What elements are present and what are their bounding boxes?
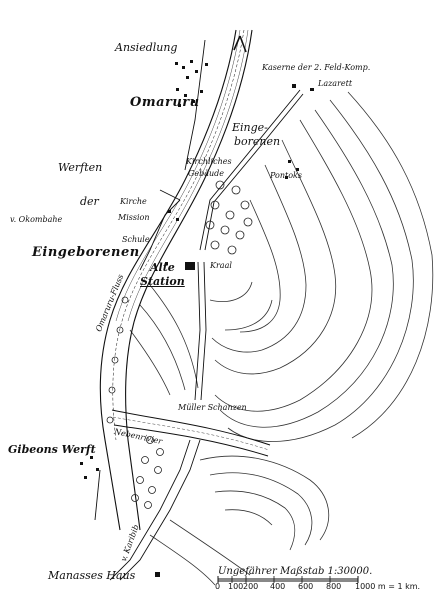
scale-tick: 100 [228,582,244,591]
label-gebaeude: Gebäude [188,169,225,178]
label-kaserne: Kaserne der 2. Feld-Komp. [262,63,371,72]
label-alte: Alte [150,261,175,274]
label-okombahe: v. Okombahe [10,215,63,224]
label-station: Station [140,275,185,288]
label-eingeborenen: Eingeborenen [32,245,140,260]
roads [94,39,304,581]
label-eingeborenen-top: Einge- [232,121,268,134]
scale-bar [217,576,359,583]
scale-title: Ungefährer Maßstab 1:30000. [218,566,373,577]
label-schule: Schule [122,235,150,244]
scale-tick: 800 [326,582,342,591]
label-kirchliches: Kirchliches [186,157,232,166]
label-gibeons: Gibeons Werft [8,443,96,456]
vegetation [106,180,253,509]
buildings [80,60,314,577]
contour-lines [129,91,434,586]
label-kraal: Kraal [210,261,232,270]
scale-tick: 1000 m = 1 km. [355,582,421,591]
river-nebenrivier [111,409,271,457]
label-manasses: Manasses Haus [48,569,136,582]
label-werften: Werften [58,161,103,174]
label-pontoks: Pontoks [270,171,303,180]
flow-arrow-icon [233,35,247,53]
label-eingeborenen-top2: borenen [234,135,281,148]
label-omaruru: Omaruru [130,95,200,110]
scale-tick: 200 [243,582,259,591]
scale-tick: 400 [270,582,286,591]
label-mueller: Müller Schanzen [178,403,247,412]
river-omaruru [99,29,253,531]
label-kirche: Kirche [120,197,147,206]
label-mission: Mission [118,213,150,222]
label-ansiedlung: Ansiedlung [115,41,178,54]
scale-tick: 600 [298,582,314,591]
scale-tick: 0 [215,582,221,591]
label-lazarett: Lazarett [318,79,353,88]
label-der: der [80,195,99,208]
